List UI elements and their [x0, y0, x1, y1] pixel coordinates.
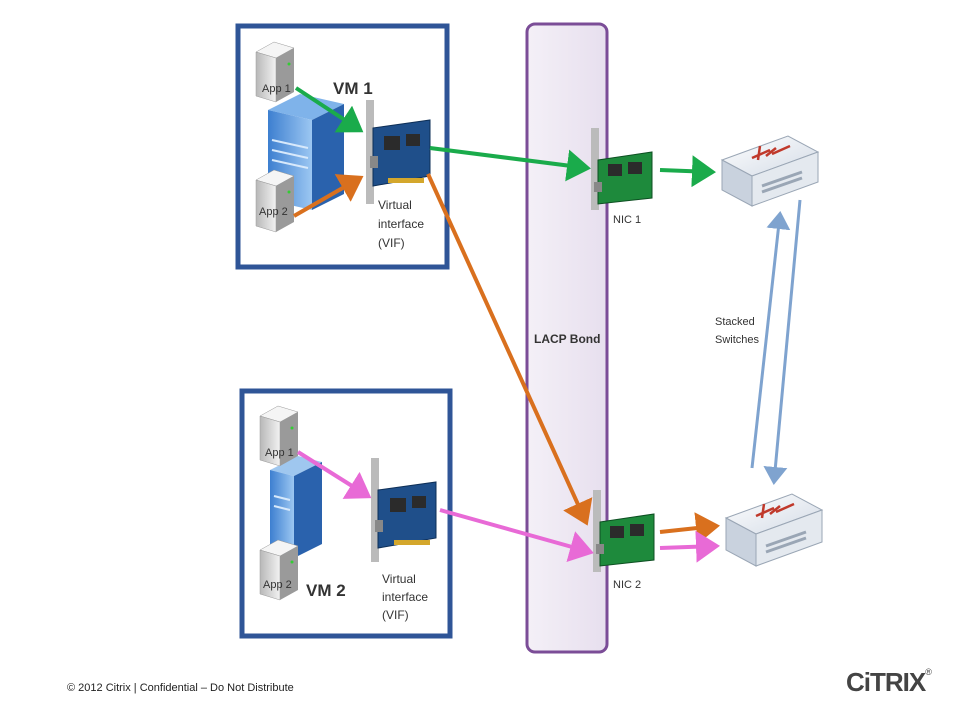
vm2-app1-label: App 1 — [265, 447, 294, 459]
switch-stack-link-down — [763, 199, 802, 485]
vm1-title: VM 1 — [333, 79, 373, 98]
lacp-bond-label: LACP Bond — [534, 332, 600, 346]
vm2-app2-server-icon — [259, 539, 299, 601]
vm2-vif-label-2: interface — [382, 590, 428, 604]
vm2-app2-label: App 2 — [263, 579, 292, 591]
nic2-pink-to-switch-arrow — [659, 530, 720, 563]
nic2-label: NIC 2 — [613, 579, 641, 591]
footer-copyright: © 2012 Citrix | Confidential – Do Not Di… — [67, 682, 294, 694]
vm2-title: VM 2 — [306, 581, 346, 600]
switch-stack-link-up — [750, 211, 791, 469]
vm2-vif-to-nic2-arrow — [439, 508, 594, 563]
vm1-app1-label: App 1 — [262, 83, 291, 95]
vm2-app1-to-vif-arrow — [296, 450, 372, 499]
vm2-vif-label-3: (VIF) — [382, 608, 409, 622]
vm1-vif-label-3: (VIF) — [378, 236, 405, 250]
vm1-app1-server-icon — [255, 41, 295, 103]
nic2-orange-to-switch-arrow — [659, 512, 720, 545]
nic1-label: NIC 1 — [613, 214, 641, 226]
nic1-to-switch-arrow — [659, 155, 716, 188]
nic2-card-icon — [593, 490, 655, 572]
vm2-server-icon — [270, 456, 322, 558]
vm1-vif-to-nic2-arrow — [426, 173, 593, 526]
vm1-app1-to-vif-arrow — [294, 86, 364, 133]
switch-top-icon — [720, 135, 820, 207]
citrix-logo: CiTRIX® — [846, 667, 932, 697]
stacked-switches-label-2: Switches — [715, 334, 760, 346]
citrix-logo-text: CiTRIX — [846, 667, 926, 697]
vm1-app2-label: App 2 — [259, 206, 288, 218]
stacked-switches-label-1: Stacked — [715, 316, 755, 328]
vm2-vif-label-1: Virtual — [382, 572, 416, 586]
switch-bottom-icon — [724, 493, 824, 567]
nic1-card-icon — [591, 128, 653, 210]
vm1-app2-to-vif-arrow — [293, 174, 364, 218]
vm1-vif-label-2: interface — [378, 217, 424, 231]
vm1-app2-server-icon — [255, 169, 295, 233]
vm1-vif-to-nic1-arrow — [429, 146, 591, 182]
vm1-vif-label-1: Virtual — [378, 198, 412, 212]
vm2-vif-card-icon — [371, 458, 437, 562]
vm2-app1-server-icon — [259, 405, 299, 467]
